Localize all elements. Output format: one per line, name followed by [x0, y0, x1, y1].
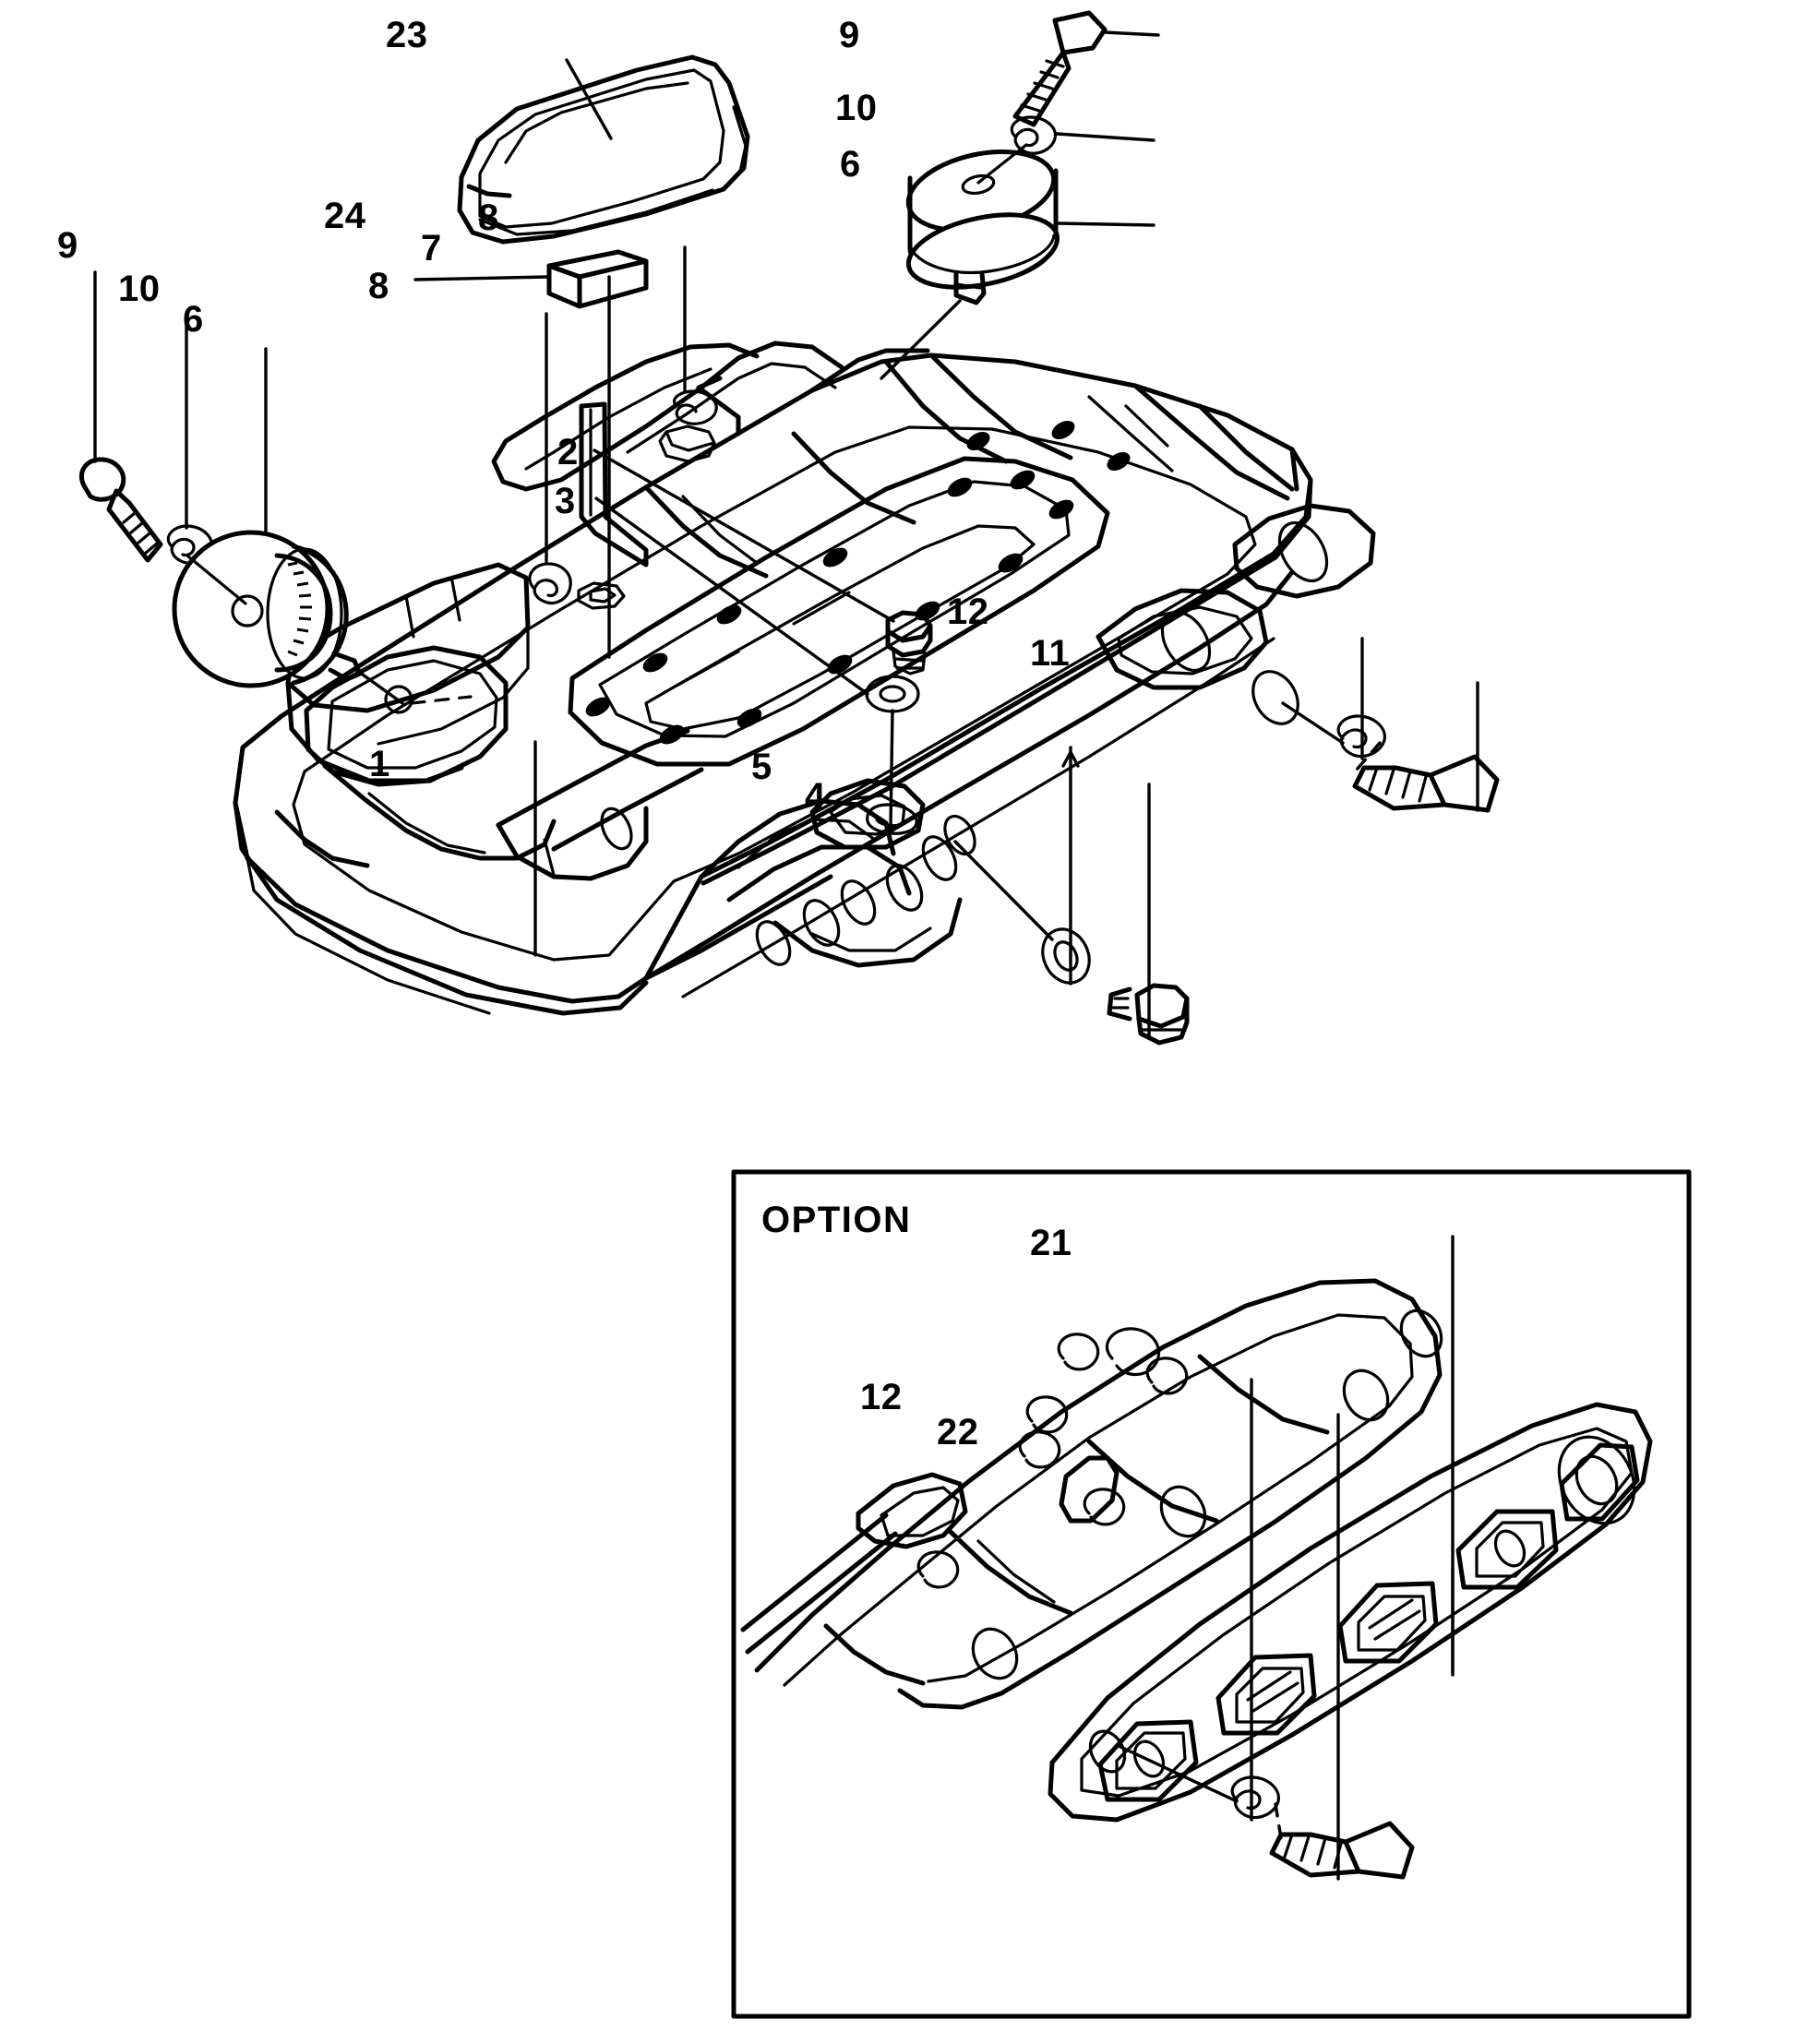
option-panel-box — [731, 1169, 1692, 2019]
callout-6-left: 6 — [183, 299, 204, 340]
skid-guard-plate-part21 — [1048, 1402, 1653, 1823]
callout-24: 24 — [324, 196, 366, 236]
bolt-part9-top — [1012, 10, 1108, 127]
drain-plug-part2 — [885, 610, 933, 675]
callout-4: 4 — [805, 776, 826, 817]
leader-3-to-boss — [889, 709, 894, 828]
bracket-plate-part7 — [579, 376, 741, 568]
callout-1: 1 — [369, 744, 390, 784]
rubber-strip-part24 — [546, 249, 649, 309]
callout-12-option: 12 — [860, 1377, 903, 1417]
oil-pan-assembly — [233, 341, 1376, 1016]
clip-washer-part10-top — [1010, 115, 1057, 155]
callout-7: 7 — [421, 228, 442, 269]
callout-23: 23 — [386, 15, 428, 55]
spring-washer-part12-right — [1336, 714, 1386, 759]
callout-10-left: 10 — [118, 269, 161, 309]
callout-9-top: 9 — [839, 15, 860, 55]
callout-11: 11 — [1030, 633, 1071, 674]
callout-21: 21 — [1030, 1223, 1072, 1263]
bolt-part22-option — [1269, 1821, 1415, 1880]
callout-leaders — [93, 30, 1479, 1881]
option-panel-title: OPTION — [761, 1200, 912, 1240]
rubber-pad-cover-part23 — [457, 54, 750, 245]
option-crankcase-view — [740, 1278, 1443, 1710]
callout-8-lower: 8 — [368, 266, 389, 306]
bolt-part9-left — [78, 457, 163, 563]
callout-9-left: 9 — [57, 225, 78, 266]
callout-2: 2 — [557, 432, 579, 472]
spring-washer-part12-option — [1230, 1775, 1280, 1820]
callout-12-right: 12 — [947, 592, 989, 632]
callout-5: 5 — [751, 747, 772, 787]
bolt-part11 — [1352, 754, 1500, 813]
callout-10-top: 10 — [835, 88, 878, 128]
lock-washer-part8-right — [658, 389, 718, 463]
rubber-mount-part6-left — [172, 530, 473, 714]
drain-plug-gasket-part3 — [865, 675, 920, 713]
callout-6-top: 6 — [840, 144, 861, 185]
flange-bolt-part4 — [1107, 983, 1190, 1046]
washer-part5 — [1041, 927, 1091, 985]
rubber-mount-part6-top — [880, 143, 1060, 380]
lock-washer-part8-left — [528, 562, 572, 605]
callout-22: 22 — [937, 1412, 979, 1452]
callout-3: 3 — [555, 481, 576, 521]
callout-8-upper: 8 — [478, 197, 499, 238]
